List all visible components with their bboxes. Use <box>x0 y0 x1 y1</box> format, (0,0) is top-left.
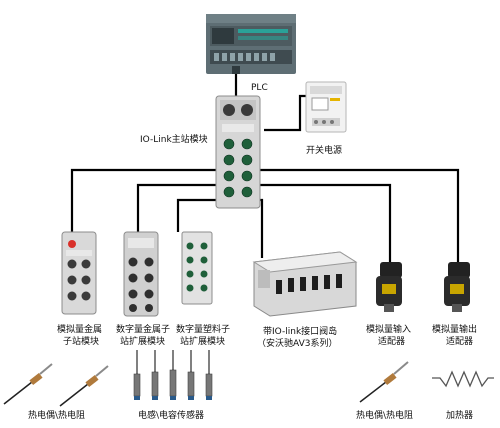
analog-output-adapter-label-1: 模拟量输出 <box>432 323 477 335</box>
digital-plastic-hub-label-1: 数字量塑料子 <box>176 323 230 335</box>
cable-bus-4 <box>256 198 264 258</box>
valve-island-label-1: 带IO-link接口阀岛 <box>263 325 337 337</box>
analog-input-adapter-label-1: 模拟量输入 <box>366 323 411 335</box>
cable-bus-3 <box>176 198 220 232</box>
plc-device <box>206 14 296 74</box>
digital-metal-hub-module <box>123 231 159 317</box>
cable-power-to-master <box>264 94 308 132</box>
analog-metal-hub-module <box>61 231 97 315</box>
heater-element <box>432 370 494 388</box>
analog-input-adapter-label-2: 适配器 <box>378 336 405 347</box>
cable-bus-1 <box>70 168 220 232</box>
inductive-sensors-label: 电感\电容传感器 <box>138 409 204 421</box>
power-supply-label: 开关电源 <box>306 144 342 156</box>
cable-bus-5 <box>256 183 392 262</box>
thermocouple-left-label: 热电偶\热电阻 <box>28 409 85 421</box>
cable-bus-6 <box>256 168 460 262</box>
digital-plastic-hub-module <box>181 231 213 305</box>
thermocouple-probes-left <box>3 363 109 407</box>
analog-metal-hub-label-2: 子站模块 <box>63 335 99 347</box>
cable-bus-2 <box>136 183 220 232</box>
analog-output-adapter <box>444 262 470 312</box>
analog-metal-hub-label-1: 模拟量金属 <box>57 323 102 335</box>
analog-input-adapter <box>376 262 402 312</box>
heater-label: 加热器 <box>446 409 473 421</box>
valve-island <box>252 251 358 317</box>
digital-metal-hub-label-1: 数字量金属子 <box>116 323 170 335</box>
thermocouple-probe-right <box>359 361 409 403</box>
digital-metal-hub-label-2: 站扩展模块 <box>120 335 165 347</box>
digital-plastic-hub-label-2: 站扩展模块 <box>180 335 225 347</box>
thermocouple-right-label: 热电偶\热电阻 <box>356 409 413 421</box>
io-link-master-label: IO-Link主站模块 <box>140 133 208 145</box>
analog-output-adapter-label-2: 适配器 <box>446 336 473 347</box>
inductive-capacitive-sensors <box>133 350 213 400</box>
plc-label: PLC <box>251 83 268 93</box>
valve-island-label-2: （安沃驰AV3系列） <box>257 337 337 349</box>
io-link-master-module <box>215 95 261 209</box>
power-supply <box>305 81 347 133</box>
